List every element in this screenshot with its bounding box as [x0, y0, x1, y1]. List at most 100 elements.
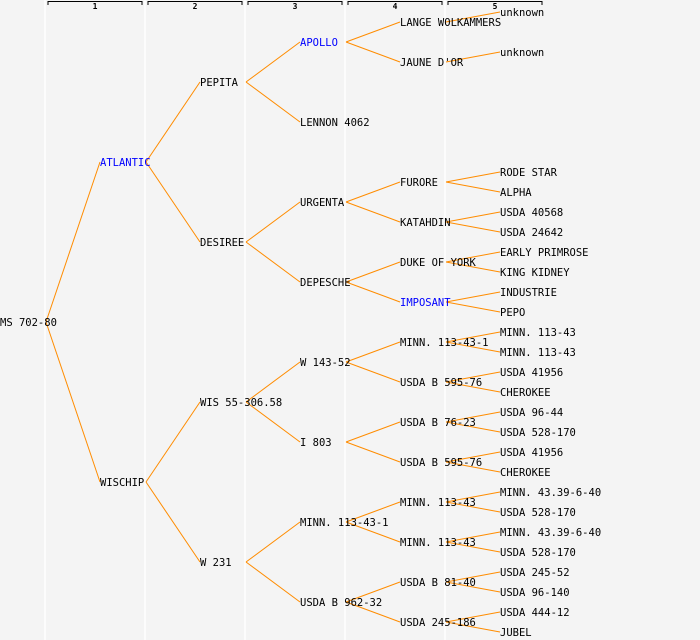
pedigree-node[interactable]: USDA B 595-76 — [400, 377, 482, 389]
pedigree-node[interactable]: USDA 528-170 — [500, 427, 576, 439]
pedigree-node[interactable]: MINN. 113-43-1 — [300, 517, 389, 529]
pedigree-link — [445, 571, 501, 583]
pedigree-node[interactable]: WISCHIP — [100, 477, 144, 489]
pedigree-link — [345, 181, 401, 203]
pedigree-node[interactable]: KING KIDNEY — [500, 267, 570, 279]
pedigree-node[interactable]: LENNON 4062 — [300, 117, 370, 129]
pedigree-link — [445, 341, 501, 353]
pedigree-node[interactable]: USDA B 76-23 — [400, 417, 476, 429]
pedigree-link — [445, 261, 501, 273]
pedigree-node[interactable]: MINN. 113-43 — [500, 347, 576, 359]
pedigree-link — [445, 411, 501, 423]
pedigree-node[interactable]: FURORE — [400, 177, 438, 189]
pedigree-link — [345, 341, 401, 363]
pedigree-node[interactable]: USDA B 595-76 — [400, 457, 482, 469]
pedigree-node[interactable]: USDA 528-170 — [500, 547, 576, 559]
pedigree-link — [445, 381, 501, 393]
pedigree-node[interactable]: unknown — [500, 47, 544, 59]
pedigree-link — [145, 81, 201, 163]
pedigree-link — [445, 491, 501, 503]
pedigree-link — [245, 361, 301, 403]
pedigree-node[interactable]: USDA 96-44 — [500, 407, 563, 419]
pedigree-node[interactable]: DESIREE — [200, 237, 244, 249]
pedigree-link — [445, 531, 501, 543]
pedigree-node[interactable]: MS 702-80 — [0, 317, 57, 329]
pedigree-link — [345, 361, 401, 383]
pedigree-node[interactable]: PEPO — [500, 307, 525, 319]
pedigree-node[interactable]: WIS 55-306.58 — [200, 397, 282, 409]
pedigree-link — [145, 401, 201, 483]
pedigree-node[interactable]: USDA 96-140 — [500, 587, 570, 599]
pedigree-link — [445, 501, 501, 513]
pedigree-link — [345, 501, 401, 523]
pedigree-node[interactable]: LANGE WOLKAMMERS — [400, 17, 501, 29]
pedigree-node[interactable]: KATAHDIN — [400, 217, 451, 229]
pedigree-node[interactable]: MINN. 113-43 — [400, 537, 476, 549]
pedigree-node[interactable]: USDA 41956 — [500, 447, 563, 459]
pedigree-node[interactable]: ALPHA — [500, 187, 532, 199]
pedigree-link — [445, 291, 501, 303]
generation-bracket — [247, 1, 343, 5]
pedigree-link — [245, 241, 301, 283]
pedigree-node[interactable]: JUBEL — [500, 627, 532, 639]
pedigree-node[interactable]: MINN. 113-43 — [400, 497, 476, 509]
pedigree-node[interactable]: unknown — [500, 7, 544, 19]
pedigree-node[interactable]: USDA 41956 — [500, 367, 563, 379]
pedigree-node[interactable]: USDA B 81-40 — [400, 577, 476, 589]
generation-bracket — [447, 1, 543, 5]
pedigree-node[interactable]: EARLY PRIMROSE — [500, 247, 589, 259]
pedigree-node[interactable]: CHEROKEE — [500, 387, 551, 399]
pedigree-node[interactable]: MINN. 113-43 — [500, 327, 576, 339]
pedigree-link — [445, 301, 501, 313]
pedigree-link — [345, 521, 401, 543]
pedigree-node[interactable]: I 803 — [300, 437, 332, 449]
pedigree-node[interactable]: USDA 24642 — [500, 227, 563, 239]
pedigree-node[interactable]: RODE STAR — [500, 167, 558, 179]
pedigree-link — [445, 51, 501, 63]
pedigree-link — [445, 611, 501, 623]
pedigree-node[interactable]: IMPOSANT — [400, 297, 451, 309]
pedigree-node[interactable]: MINN. 43.39-6-40 — [500, 487, 601, 499]
pedigree-node[interactable]: DEPESCHE — [300, 277, 351, 289]
pedigree-node[interactable]: USDA 528-170 — [500, 507, 576, 519]
pedigree-link — [445, 371, 501, 383]
pedigree-node[interactable]: URGENTA — [300, 197, 345, 209]
pedigree-node[interactable]: USDA B 962-32 — [300, 597, 382, 609]
generation-bracket — [47, 1, 143, 5]
pedigree-link — [245, 81, 301, 123]
pedigree-link — [445, 421, 501, 433]
pedigree-link — [45, 321, 101, 483]
pedigree-node[interactable]: DUKE OF YORK — [400, 257, 477, 269]
pedigree-node[interactable]: USDA 40568 — [500, 207, 563, 219]
pedigree-node[interactable]: PEPITA — [200, 77, 239, 89]
pedigree-node[interactable]: USDA 444-12 — [500, 607, 570, 619]
generation-header: 5 — [493, 2, 498, 11]
generation-bracket — [347, 1, 443, 5]
generation-header: 3 — [293, 2, 298, 11]
pedigree-node[interactable]: CHEROKEE — [500, 467, 551, 479]
pedigree-link — [345, 601, 401, 623]
pedigree-node[interactable]: JAUNE D'OR — [400, 57, 464, 69]
pedigree-link — [445, 541, 501, 553]
pedigree-link — [445, 621, 501, 633]
generation-bracket — [147, 1, 243, 5]
pedigree-link — [445, 451, 501, 463]
pedigree-node[interactable]: USDA 245-52 — [500, 567, 570, 579]
pedigree-link — [445, 211, 501, 223]
pedigree-node[interactable]: W 231 — [200, 557, 232, 569]
pedigree-link — [445, 171, 501, 183]
pedigree-link — [345, 41, 401, 63]
pedigree-link — [345, 421, 401, 443]
pedigree-node[interactable]: USDA 245-186 — [400, 617, 476, 629]
pedigree-node[interactable]: ATLANTIC — [100, 157, 151, 169]
pedigree-node[interactable]: MINN. 43.39-6-40 — [500, 527, 601, 539]
pedigree-node[interactable]: INDUSTRIE — [500, 287, 557, 299]
pedigree-node[interactable]: APOLLO — [300, 37, 338, 49]
pedigree-link — [145, 161, 201, 243]
pedigree-link — [345, 581, 401, 603]
pedigree-node[interactable]: W 143-52 — [300, 357, 351, 369]
pedigree-link — [445, 221, 501, 233]
pedigree-node[interactable]: MINN. 113-43-1 — [400, 337, 489, 349]
